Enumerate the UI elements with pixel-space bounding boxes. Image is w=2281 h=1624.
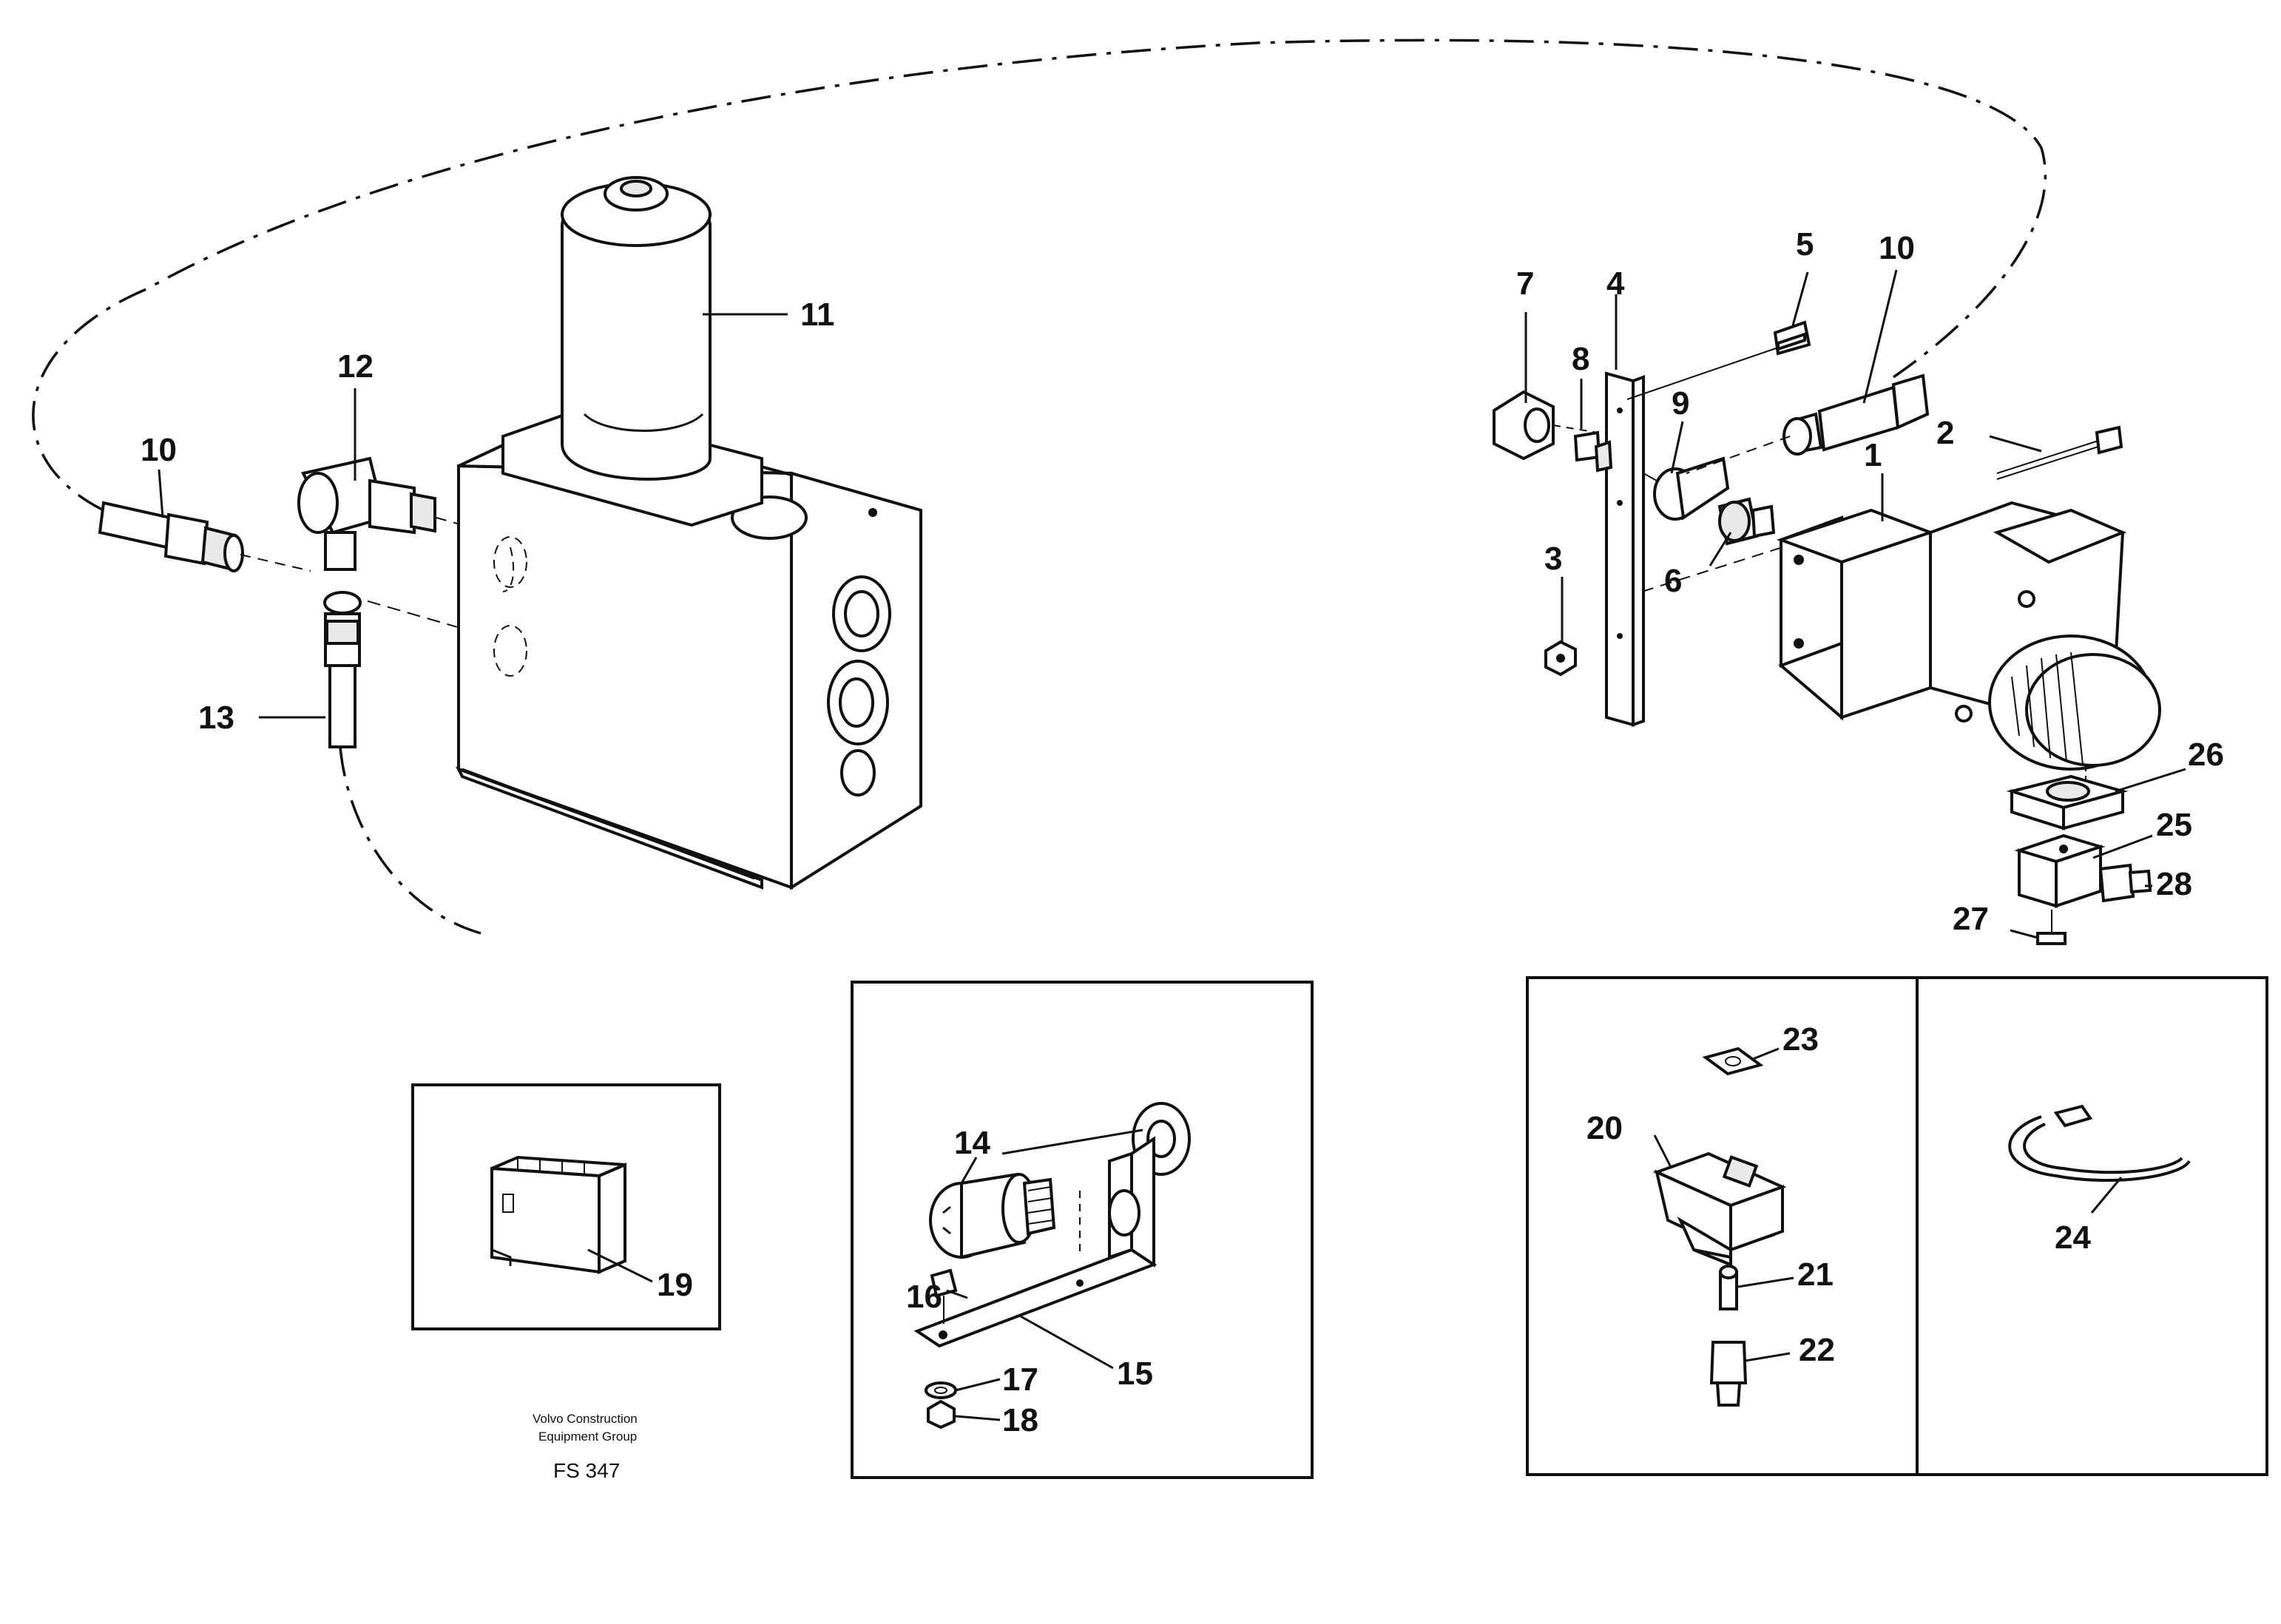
callout-14: 14 (954, 1125, 990, 1161)
solenoid-valve-unit (1776, 501, 2161, 784)
callout-6: 6 (1664, 563, 1682, 599)
connector-25 (2014, 833, 2152, 908)
screw-16 (930, 1268, 958, 1324)
callout-19: 19 (657, 1267, 693, 1303)
callout-3: 3 (1544, 541, 1562, 577)
plug-cover-26 (2006, 774, 2129, 830)
screw-27 (2036, 910, 2067, 945)
inset-box-20-24 (1526, 976, 2268, 1476)
screw-5 (1626, 320, 1811, 400)
callout-17: 17 (1002, 1361, 1038, 1398)
lens-23 (1702, 1046, 1764, 1076)
relay-19 (490, 1155, 626, 1275)
callout-24: 24 (2055, 1219, 2091, 1256)
callout-23: 23 (1782, 1021, 1819, 1058)
nut-7 (1493, 390, 1598, 461)
callout-21: 21 (1797, 1256, 1834, 1293)
callout-13: 13 (198, 700, 234, 736)
callout-20: 20 (1586, 1110, 1623, 1146)
inset-box-14-18 (851, 981, 1314, 1479)
callout-22: 22 (1799, 1332, 1835, 1368)
callout-15: 15 (1117, 1356, 1153, 1392)
hose-end-right (1686, 373, 1930, 474)
nut-18 (927, 1399, 956, 1430)
callout-27: 27 (1953, 901, 1989, 937)
callout-7: 7 (1516, 265, 1534, 302)
fitting-8 (1573, 430, 1613, 473)
valve-block (455, 176, 922, 890)
bracket-15 (913, 1136, 1158, 1348)
switch-14 (929, 1172, 1056, 1259)
fitting-9 (1643, 456, 1730, 521)
elbow-fitting (297, 456, 489, 637)
hose-route-dashed (32, 38, 2047, 512)
bulb-holder-22 (1709, 1341, 1748, 1407)
hose-route-lower-dashed (339, 746, 481, 935)
washer-17 (925, 1381, 957, 1399)
callout-5: 5 (1796, 226, 1814, 263)
callout-9: 9 (1672, 385, 1689, 422)
leader-lines (158, 269, 2186, 1421)
callout-26: 26 (2188, 737, 2224, 773)
inset-box-19 (411, 1083, 721, 1330)
company-line-2: Equipment Group (538, 1430, 637, 1444)
callout-28: 28 (2156, 866, 2192, 902)
cable-tie-24 (2008, 1104, 2191, 1183)
callout-25: 25 (2156, 807, 2192, 843)
callout-8: 8 (1572, 341, 1589, 377)
callout-1: 1 (1864, 437, 1882, 473)
callout-10-left: 10 (141, 432, 177, 468)
bulb-21 (1719, 1265, 1738, 1310)
callout-12: 12 (337, 348, 374, 385)
hose-lower (323, 591, 362, 748)
bolt-2 (1996, 425, 2123, 480)
hose-end-left (98, 501, 311, 572)
callout-16: 16 (906, 1279, 942, 1315)
bracket-plate (1605, 371, 1645, 727)
callout-10-right: 10 (1879, 230, 1915, 266)
callout-11: 11 (800, 297, 835, 333)
rocker-switch-20 (1652, 1151, 1787, 1267)
callout-4: 4 (1606, 265, 1625, 302)
figure-reference: FS 347 (553, 1459, 620, 1482)
nut-3 (1544, 640, 1577, 677)
callout-18: 18 (1002, 1402, 1038, 1438)
callout-2: 2 (1936, 415, 1954, 451)
fitting-6 (1641, 497, 1783, 592)
company-line-1: Volvo Construction (533, 1412, 638, 1426)
